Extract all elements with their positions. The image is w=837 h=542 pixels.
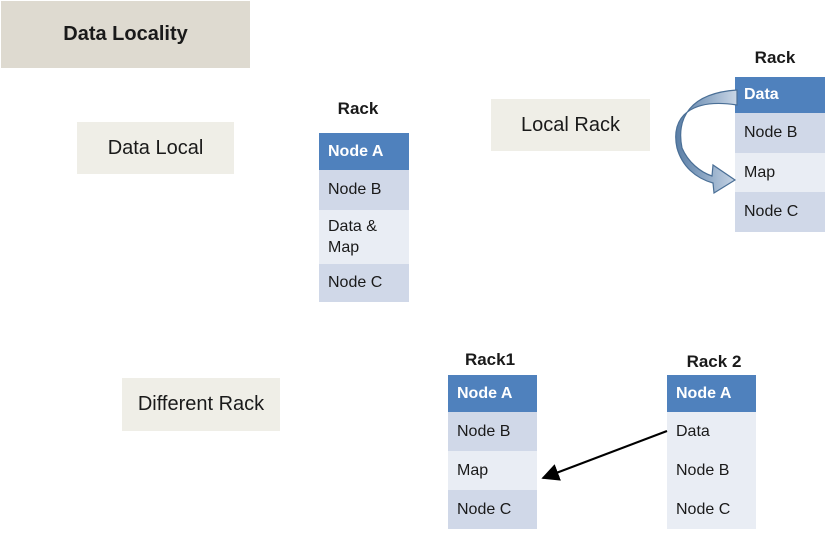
rack-cell-line: Data & <box>328 217 377 235</box>
rack-cell: Node B <box>735 113 825 153</box>
label-data-local: Data Local <box>77 122 234 174</box>
curved-arrow-icon <box>675 89 738 195</box>
rack-cell: Map <box>735 153 825 192</box>
rack-cell: Node C <box>735 192 825 232</box>
label-different-rack: Different Rack <box>122 378 280 431</box>
label-local-rack: Local Rack <box>491 99 650 151</box>
rack-title-rack2: Rack 2 <box>686 352 742 371</box>
rack-cell-line: Map <box>328 238 360 256</box>
rack-cell: Node B <box>448 412 537 451</box>
rack-cell: Node A <box>667 375 756 412</box>
rack-cell: Node C <box>448 490 537 529</box>
diagram-title: Data Locality <box>1 1 250 68</box>
rack-cell: Data <box>735 77 825 113</box>
rack-title-rack1: Rack1 <box>464 350 516 369</box>
rack-cell: Map <box>448 451 537 490</box>
rack-cell: Node C <box>667 490 756 529</box>
rack-cell-data-and-map: Data & Map <box>319 210 409 264</box>
rack-cell: Node B <box>667 451 756 490</box>
remote-arrow-icon <box>541 429 668 481</box>
rack-title-data-local: Rack <box>337 99 379 118</box>
rack-cell: Node A <box>448 375 537 412</box>
rack-cell: Node A <box>319 133 409 170</box>
rack-cell: Node C <box>319 264 409 302</box>
rack-title-local-rack: Rack <box>754 48 796 67</box>
rack-cell: Node B <box>319 170 409 210</box>
rack-cell: Data <box>667 412 756 451</box>
